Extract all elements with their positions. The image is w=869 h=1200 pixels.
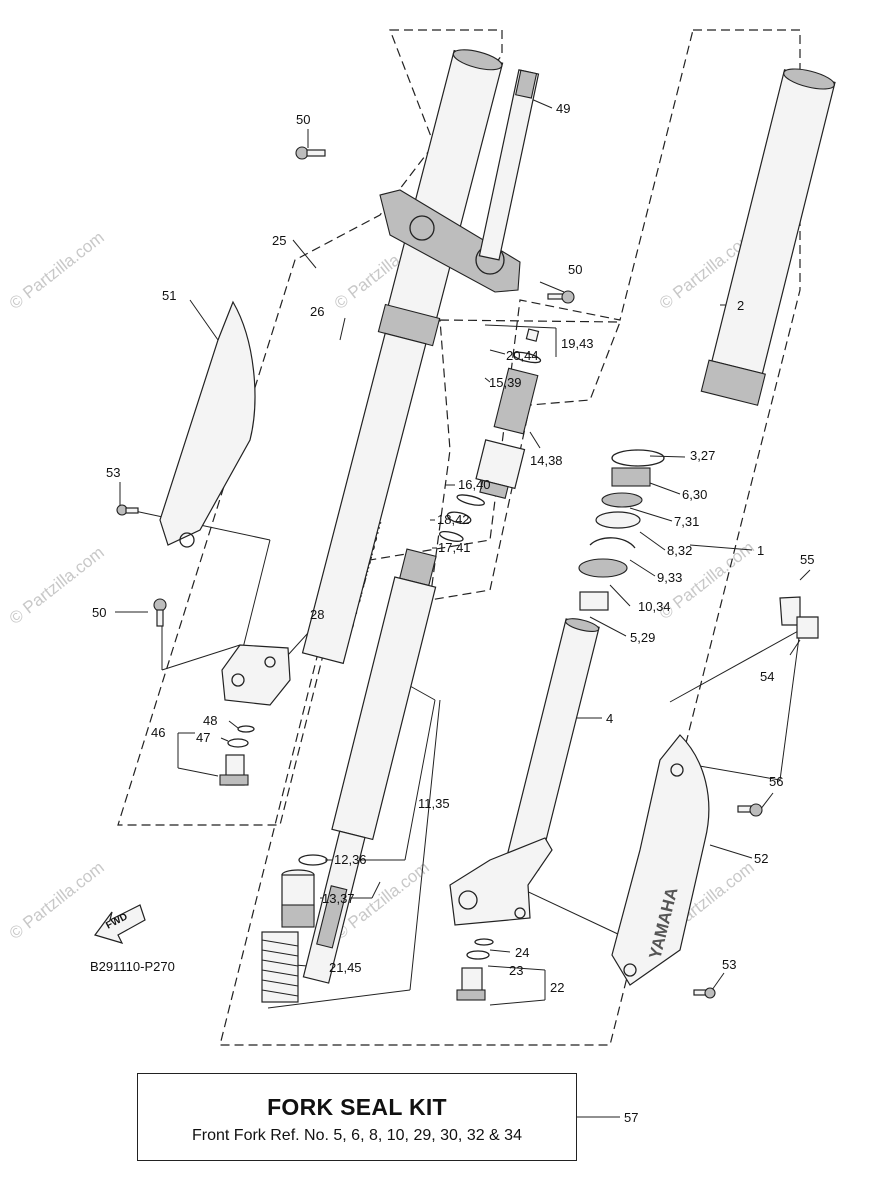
callout-label: 47	[196, 730, 210, 745]
callout-label: 48	[203, 713, 217, 728]
callout-label: 49	[556, 101, 570, 116]
callout-label: 50	[92, 605, 106, 620]
outer-tube-right	[700, 68, 836, 406]
axle-bracket-left	[221, 644, 291, 706]
kit-title: FORK SEAL KIT	[267, 1094, 447, 1120]
callout-label: 21,45	[329, 960, 362, 975]
watermark: © Partzilla.com	[6, 858, 108, 944]
callout-label: 14,38	[530, 453, 563, 468]
forward-arrow: FWD	[94, 904, 146, 944]
callout-label: 56	[769, 774, 783, 789]
cartridge-assembly	[302, 328, 542, 984]
callout-label: 54	[760, 669, 774, 684]
watermark: © Partzilla.com	[6, 228, 108, 314]
callout-label: 20,44	[506, 348, 539, 363]
callout-label: 2	[737, 298, 744, 313]
seal-stack	[578, 449, 665, 611]
callout-label: 18,42	[437, 512, 470, 527]
callout-label: 19,43	[561, 336, 594, 351]
callout-label: 26	[310, 304, 324, 319]
callout-label: 11,35	[418, 796, 450, 811]
fork-guard-right: YAMAHA	[611, 734, 710, 986]
leader-lines	[115, 94, 811, 1118]
parts-layer: YAMAHA FWD	[94, 49, 836, 1003]
kit-description: Front Fork Ref. No. 5, 6, 8, 10, 29, 30,…	[192, 1127, 522, 1144]
callout-label: 12,36	[334, 852, 367, 867]
callout-label: 15,39	[489, 375, 522, 390]
outer-tube-left	[301, 49, 504, 665]
axle-bolt-46	[219, 725, 255, 786]
callout-label: 55	[800, 552, 814, 567]
bolt-50-top	[295, 146, 326, 160]
callout-label: 17,41	[438, 540, 471, 555]
callout-label: 53	[722, 957, 736, 972]
callout-label: 10,34	[638, 599, 671, 614]
callout-label: 9,33	[657, 570, 682, 585]
callout-label: 51	[162, 288, 176, 303]
group-outlines	[117, 29, 801, 1046]
callout-label: 52	[754, 851, 768, 866]
fork-seal-kit-box: FORK SEAL KIT Front Fork Ref. No. 5, 6, …	[137, 1073, 577, 1161]
axle-bracket-right	[449, 837, 553, 926]
fork-guard-left	[159, 300, 256, 548]
clip-54	[796, 616, 819, 639]
callout-label: 16,40	[458, 477, 491, 492]
steering-stem	[478, 69, 540, 261]
callout-label: 8,32	[667, 543, 692, 558]
callout-label: 46	[151, 725, 165, 740]
callout-label: 3,27	[690, 448, 715, 463]
callout-label: 4	[606, 711, 613, 726]
callout-label: 28	[310, 607, 324, 622]
axle-bolt-22	[456, 938, 494, 1001]
callout-label: 50	[296, 112, 310, 127]
callout-label: 5,29	[630, 630, 655, 645]
bolt-50-lower	[153, 598, 167, 627]
bolt-53-right	[693, 987, 716, 999]
callout-label: 6,30	[682, 487, 707, 502]
callout-labels: 50 49 25 50 51 2 26 19,43 20,44 15,39 14…	[90, 101, 814, 1125]
fork-spring	[261, 931, 299, 1003]
callout-label: 7,31	[674, 514, 699, 529]
ring-12-36	[298, 854, 328, 866]
group-outline-1	[219, 29, 801, 1046]
bolt-56	[737, 803, 763, 817]
diagram-code: B291110-P270	[90, 959, 175, 974]
callout-label: 23	[509, 963, 523, 978]
callout-label: 53	[106, 465, 120, 480]
spring-seat	[281, 869, 315, 928]
callout-label: 57	[624, 1110, 638, 1125]
callout-label: 50	[568, 262, 582, 277]
callout-label: 24	[515, 945, 529, 960]
callout-label: 1	[757, 543, 764, 558]
callout-label: 22	[550, 980, 564, 995]
callout-label: 25	[272, 233, 286, 248]
callout-label: 13,37	[322, 891, 355, 906]
inner-tube	[504, 618, 600, 871]
bolt-53-left	[116, 504, 139, 516]
bolt-50-right	[547, 290, 575, 304]
group-outline-25	[117, 29, 503, 826]
